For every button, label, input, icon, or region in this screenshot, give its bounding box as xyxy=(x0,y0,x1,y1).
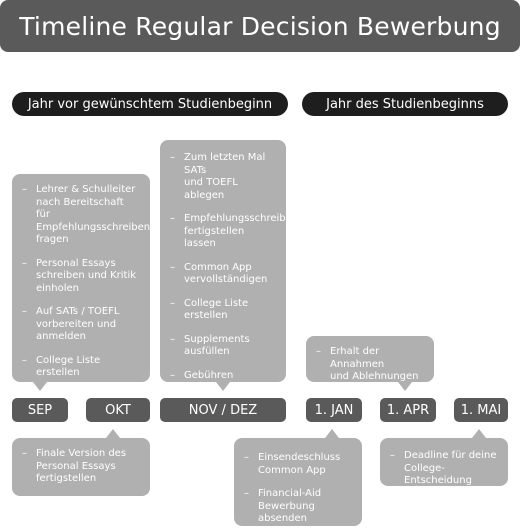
task-item: Supplements ausfüllen xyxy=(170,334,276,359)
page-title: Timeline Regular Decision Bewerbung xyxy=(0,0,520,52)
pointer-arrow xyxy=(472,429,486,438)
task-list-novdez: Zum letzten Mal SATs und TOEFL ablegen E… xyxy=(170,152,298,443)
task-box-sep: Lehrer & Schulleiter nach Bereitschaft f… xyxy=(12,174,150,382)
task-box-jan: Einsendeschluss Common App Financial-Aid… xyxy=(234,438,362,526)
task-item: Auf SATs / TOEFL vorbereiten und anmelde… xyxy=(22,306,140,344)
task-item: Zum letzten Mal SATs und TOEFL ablegen xyxy=(170,152,276,202)
task-item: College Liste erstellen xyxy=(170,298,276,323)
pointer-arrow xyxy=(33,382,47,391)
section-header-start-year: Jahr des Studienbeginns xyxy=(302,92,508,116)
date-nov-dez: NOV / DEZ xyxy=(160,398,286,422)
date-sep: SEP xyxy=(12,398,68,422)
pointer-arrow xyxy=(398,382,412,391)
section-header-previous-year: Jahr vor gewünschtem Studienbeginn xyxy=(12,92,288,116)
task-box-mai: Deadline für deine College-Entscheidung xyxy=(380,438,508,486)
task-item: Finale Version des Personal Essays ferti… xyxy=(22,448,140,486)
task-list-apr: Erhalt der Annahmen und Ablehnungen xyxy=(316,346,424,384)
task-list-okt: Finale Version des Personal Essays ferti… xyxy=(22,448,140,486)
date-1-jan: 1. JAN xyxy=(306,398,362,422)
pointer-arrow xyxy=(325,429,339,438)
task-item: Empfehlungsschreiben fertigstellen lasse… xyxy=(170,213,298,251)
task-list-jan: Einsendeschluss Common App Financial-Aid… xyxy=(244,452,352,526)
task-item: Deadline für deine College-Entscheidung xyxy=(390,450,498,488)
date-1-mai: 1. MAI xyxy=(454,398,508,422)
task-item: Erhalt der Annahmen und Ablehnungen xyxy=(316,346,424,384)
task-item: Einsendeschluss Common App xyxy=(244,452,352,477)
task-list-sep: Lehrer & Schulleiter nach Bereitschaft f… xyxy=(22,184,150,380)
task-item: Personal Essays schreiben und Kritik ein… xyxy=(22,258,140,296)
task-box-okt: Finale Version des Personal Essays ferti… xyxy=(12,438,150,496)
pointer-arrow xyxy=(106,429,120,438)
date-okt: OKT xyxy=(86,398,150,422)
task-item: Common App vervollständigen xyxy=(170,262,276,287)
task-item: College Liste erstellen xyxy=(22,355,140,380)
task-item: Lehrer & Schulleiter nach Bereitschaft f… xyxy=(22,184,150,247)
task-item: Gebühren bezahlen xyxy=(170,370,276,395)
pointer-arrow xyxy=(216,382,230,391)
task-item: Financial-Aid Bewerbung absenden xyxy=(244,488,352,526)
task-box-apr: Erhalt der Annahmen und Ablehnungen xyxy=(306,336,434,382)
task-list-mai: Deadline für deine College-Entscheidung xyxy=(390,450,498,488)
task-box-novdez: Zum letzten Mal SATs und TOEFL ablegen E… xyxy=(160,140,298,442)
date-1-apr: 1. APR xyxy=(380,398,436,422)
